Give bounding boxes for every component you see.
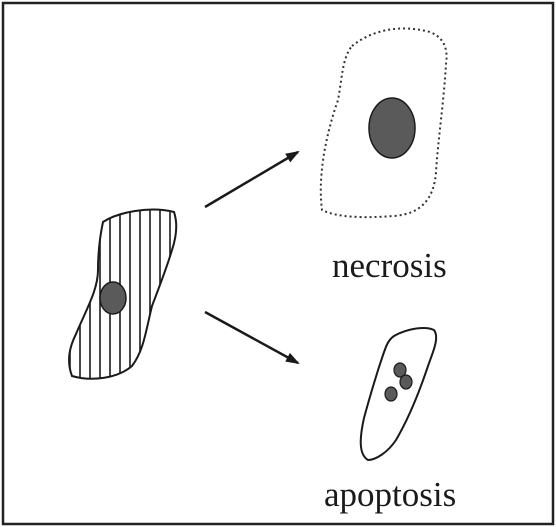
- apoptotic-cell-outline: [361, 328, 436, 460]
- cell-nucleus: [100, 282, 126, 314]
- arrow-to-necrosis: [205, 152, 298, 207]
- necrotic-cell-nucleus: [369, 98, 415, 158]
- original-cell: [69, 200, 176, 390]
- necrotic-cell: [321, 28, 447, 217]
- apoptotic-body: [385, 387, 397, 401]
- apoptosis-label: apoptosis: [324, 477, 456, 512]
- necrosis-label: necrosis: [332, 248, 447, 283]
- figure-frame: [3, 3, 553, 524]
- apoptotic-body: [400, 375, 412, 389]
- arrow-to-apoptosis: [205, 312, 298, 363]
- apoptotic-cell: [361, 328, 436, 460]
